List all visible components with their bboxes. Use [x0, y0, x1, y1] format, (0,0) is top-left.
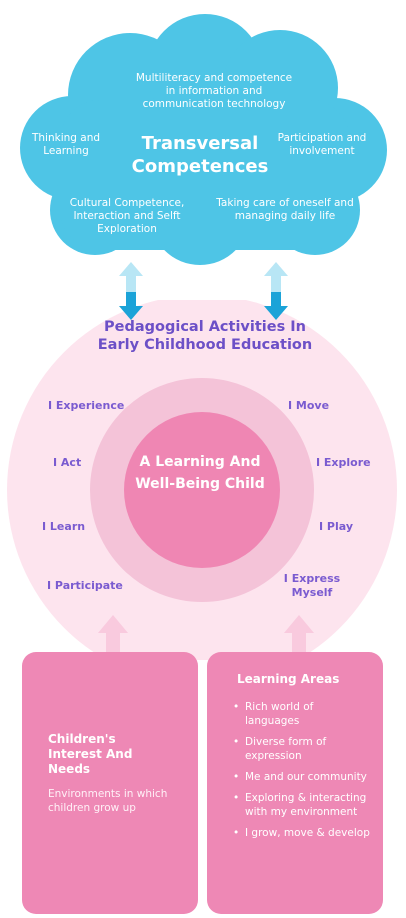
label-i-act: I Act — [53, 456, 82, 469]
arrow-right-icon — [264, 262, 288, 320]
cloud-bottom-left-text: Cultural Competence, Interaction and Sel… — [69, 197, 185, 235]
cloud-shape — [20, 14, 387, 265]
arrow-up-left-icon — [98, 615, 128, 655]
list-item: I grow, move & develop — [231, 826, 371, 840]
pedagogy-circle — [7, 300, 397, 660]
cloud-title: Transversal Competences — [131, 133, 269, 177]
list-item: Rich world of languages — [231, 700, 371, 728]
interest-needs-title: Children's Interest And Needs — [48, 732, 133, 776]
cloud-top-text: Multiliteracy and competence in informat… — [135, 72, 293, 110]
learning-areas-title: Learning Areas — [237, 672, 340, 686]
cloud-left-text: Thinking and Learning — [31, 132, 101, 157]
arrow-left-icon — [119, 262, 143, 320]
interest-needs-card: Children's Interest And Needs Environmen… — [22, 652, 198, 914]
list-item: Diverse form of expression — [231, 735, 371, 763]
list-item: Exploring & interacting with my environm… — [231, 791, 371, 819]
cloud-right-text: Participation and involvement — [277, 132, 367, 157]
list-item: Me and our community — [231, 770, 371, 784]
arrow-up-right-icon — [284, 615, 314, 655]
pedagogy-title: Pedagogical Activities In Early Childhoo… — [97, 319, 313, 353]
label-i-move: I Move — [288, 399, 330, 412]
label-i-experience: I Experience — [48, 399, 125, 412]
cloud-bottom-right-text: Taking care of oneself and managing dail… — [216, 197, 354, 222]
learning-areas-list: Rich world of languages Diverse form of … — [231, 700, 371, 847]
learning-areas-card: Learning Areas Rich world of languages D… — [207, 652, 383, 914]
interest-needs-text: Environments in which children grow up — [48, 788, 168, 814]
label-i-express-myself: I Express Myself — [283, 572, 341, 599]
label-i-learn: I Learn — [42, 520, 86, 533]
label-i-participate: I Participate — [47, 579, 123, 592]
label-i-explore: I Explore — [316, 456, 371, 469]
center-label: A Learning And Well-Being Child — [135, 454, 265, 492]
label-i-play: I Play — [319, 520, 354, 533]
